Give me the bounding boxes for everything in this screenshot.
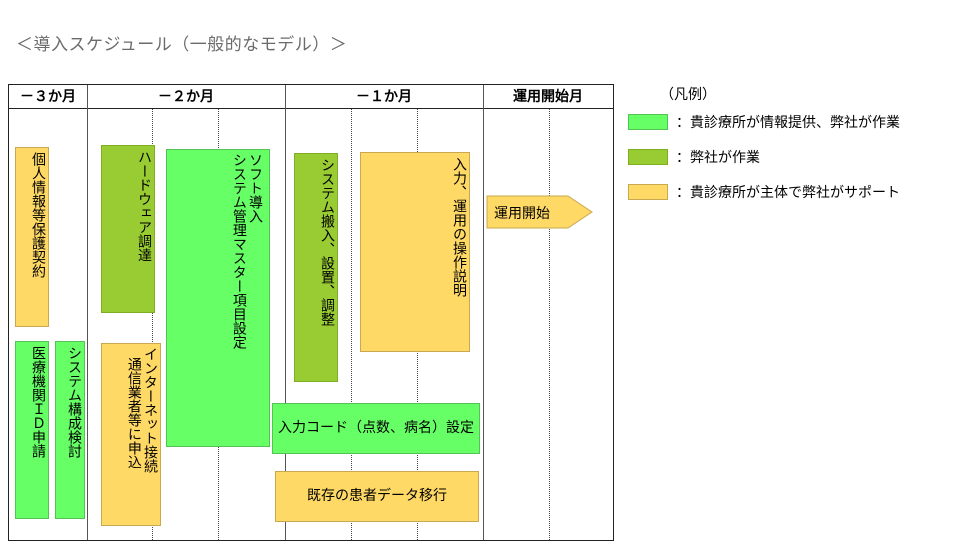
task-system-configuration: システム構成検討 (55, 341, 85, 519)
task-operation-start-arrow: 運用開始 (486, 195, 594, 229)
column-header-minus-3-months: －３か月 (9, 85, 87, 109)
arrow-shape (486, 195, 593, 229)
column-divider (87, 85, 88, 540)
legend-swatch-yellow (628, 184, 668, 200)
week-divider (351, 109, 352, 540)
schedule-chart: －３か月 －２か月 －１か月 運用開始月 個人情報等保護契約 医療機関ＩＤ申請 … (8, 84, 614, 541)
task-internet-connection: インターネット接続 通信業者等に申込 (101, 343, 161, 526)
column-divider (483, 85, 484, 540)
column-header-minus-2-months: －２か月 (87, 85, 285, 109)
task-internet-line-2: 通信業者等に申込 (125, 357, 142, 469)
task-internet-line-1: インターネット接続 (142, 347, 158, 473)
legend-item-green: ：貴診療所が情報提供、弊社が作業 (628, 113, 900, 131)
legend-label-yellow: ：貴診療所が主体で弊社がサポート (676, 185, 900, 201)
task-data-migration: 既存の患者データ移行 (275, 471, 479, 522)
task-software-line-2: システム管理マスター項目設定 (230, 153, 247, 349)
legend-label-green: ：貴診療所が情報提供、弊社が作業 (676, 115, 900, 131)
task-input-code-setup: 入力コード（点数、病名）設定 (272, 403, 480, 454)
task-software-line-1: ソフト導入 (247, 153, 263, 223)
column-header-start-month: 運用開始月 (483, 85, 613, 109)
task-system-setup: システム搬入、設置、調整 (294, 153, 338, 382)
legend-swatch-green (628, 114, 668, 130)
task-privacy-contract: 個人情報等保護契約 (15, 147, 49, 327)
legend-item-yellow: ：貴診療所が主体で弊社がサポート (628, 183, 900, 201)
week-divider (152, 109, 153, 540)
week-divider (549, 109, 550, 540)
legend-item-olive: ：弊社が作業 (628, 148, 760, 166)
legend-swatch-olive (628, 149, 668, 165)
page-title: ＜導入スケジュール（一般的なモデル）＞ (16, 35, 348, 55)
task-medical-id-application: 医療機関ＩＤ申請 (15, 341, 49, 519)
task-hardware-procurement: ハードウェア調達 (101, 145, 155, 313)
legend-title: （凡例） (660, 87, 716, 103)
column-header-minus-1-month: －１か月 (285, 85, 483, 109)
task-software-install: ソフト導入 システム管理マスター項目設定 (166, 149, 270, 447)
task-operation-training: 入力、運用の操作説明 (360, 152, 470, 352)
legend-label-olive: ：弊社が作業 (676, 150, 760, 166)
column-divider (285, 85, 286, 540)
task-operation-start-label: 運用開始 (494, 206, 550, 222)
